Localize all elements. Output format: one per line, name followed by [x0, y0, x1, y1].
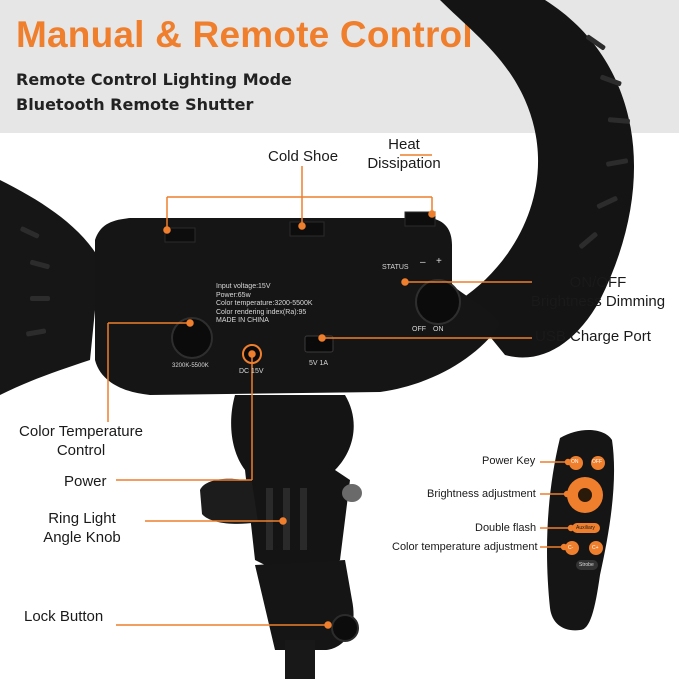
remote-on-button — [569, 456, 583, 470]
ring-left-arc — [0, 180, 100, 395]
remote-cplus-text: C+ — [592, 545, 599, 551]
on-label: ON — [433, 326, 444, 333]
remote-auxiliary-text: Auxiliary — [576, 525, 595, 531]
remote-label-color-temp: Color temperature adjustment — [392, 541, 538, 553]
cold-shoe-label: Cold Shoe — [268, 148, 339, 165]
plus-label: + — [436, 256, 442, 267]
ring-light-angle-knob-label: Ring Light Angle Knob — [43, 510, 121, 546]
page-title: Manual & Remote Control — [16, 14, 473, 55]
color-temperature-control-label: Color Temperature Control — [19, 423, 143, 459]
remote-cminus-text: C- — [568, 545, 574, 551]
remote-label-power-key: Power Key — [482, 455, 536, 467]
stand-bracket — [231, 395, 354, 570]
subtitle-line-2: Bluetooth Remote Shutter — [16, 95, 254, 114]
power-label: Power — [64, 473, 107, 490]
off-label: OFF — [412, 326, 426, 333]
on-off-knob — [415, 279, 461, 325]
remote-strobe-button — [576, 560, 598, 570]
usb-charge-port-label: USB Charge Port — [535, 328, 651, 345]
remote-off-button — [591, 456, 605, 470]
subtitle-line-1: Remote Control Lighting Mode — [16, 70, 292, 89]
stand-pole — [285, 640, 315, 679]
remote-cplus-button — [589, 541, 603, 555]
remote-cminus-button — [565, 541, 579, 555]
heat-dissipation-label: Heat Dissipation — [367, 136, 441, 172]
heat-vents — [20, 34, 630, 337]
knob-range-label: 3200K-5500K — [172, 363, 209, 369]
remote-strobe-text: Strobe — [579, 562, 594, 568]
minus-label: – — [420, 257, 426, 268]
lock-button-label: Lock Button — [24, 608, 104, 625]
usb-label: 5V 1A — [309, 360, 329, 367]
on-off-brightness-label: ON/OFF Brightness Dimming — [530, 274, 666, 310]
remote-auxiliary-button — [572, 523, 600, 533]
color-temp-knob — [171, 317, 213, 359]
status-label: STATUS — [382, 264, 409, 271]
dc-label: DC 15V — [239, 368, 264, 375]
lock-button — [331, 614, 359, 642]
bolt-head — [342, 484, 362, 502]
remote-on-text: ON — [571, 459, 579, 465]
panel-spec-text: Input voltage:15V Power:65w Color temper… — [216, 283, 313, 324]
callout-lines — [107, 154, 532, 629]
remote-label-double-flash: Double flash — [475, 522, 537, 534]
ring-right-arc — [440, 0, 635, 358]
remote-callout-lines — [540, 458, 575, 551]
bracket-ribs — [266, 488, 307, 550]
remote-off-text: OFF — [592, 459, 602, 465]
remote-label-brightness: Brightness adjustment — [427, 488, 536, 500]
angle-knob — [200, 478, 258, 524]
